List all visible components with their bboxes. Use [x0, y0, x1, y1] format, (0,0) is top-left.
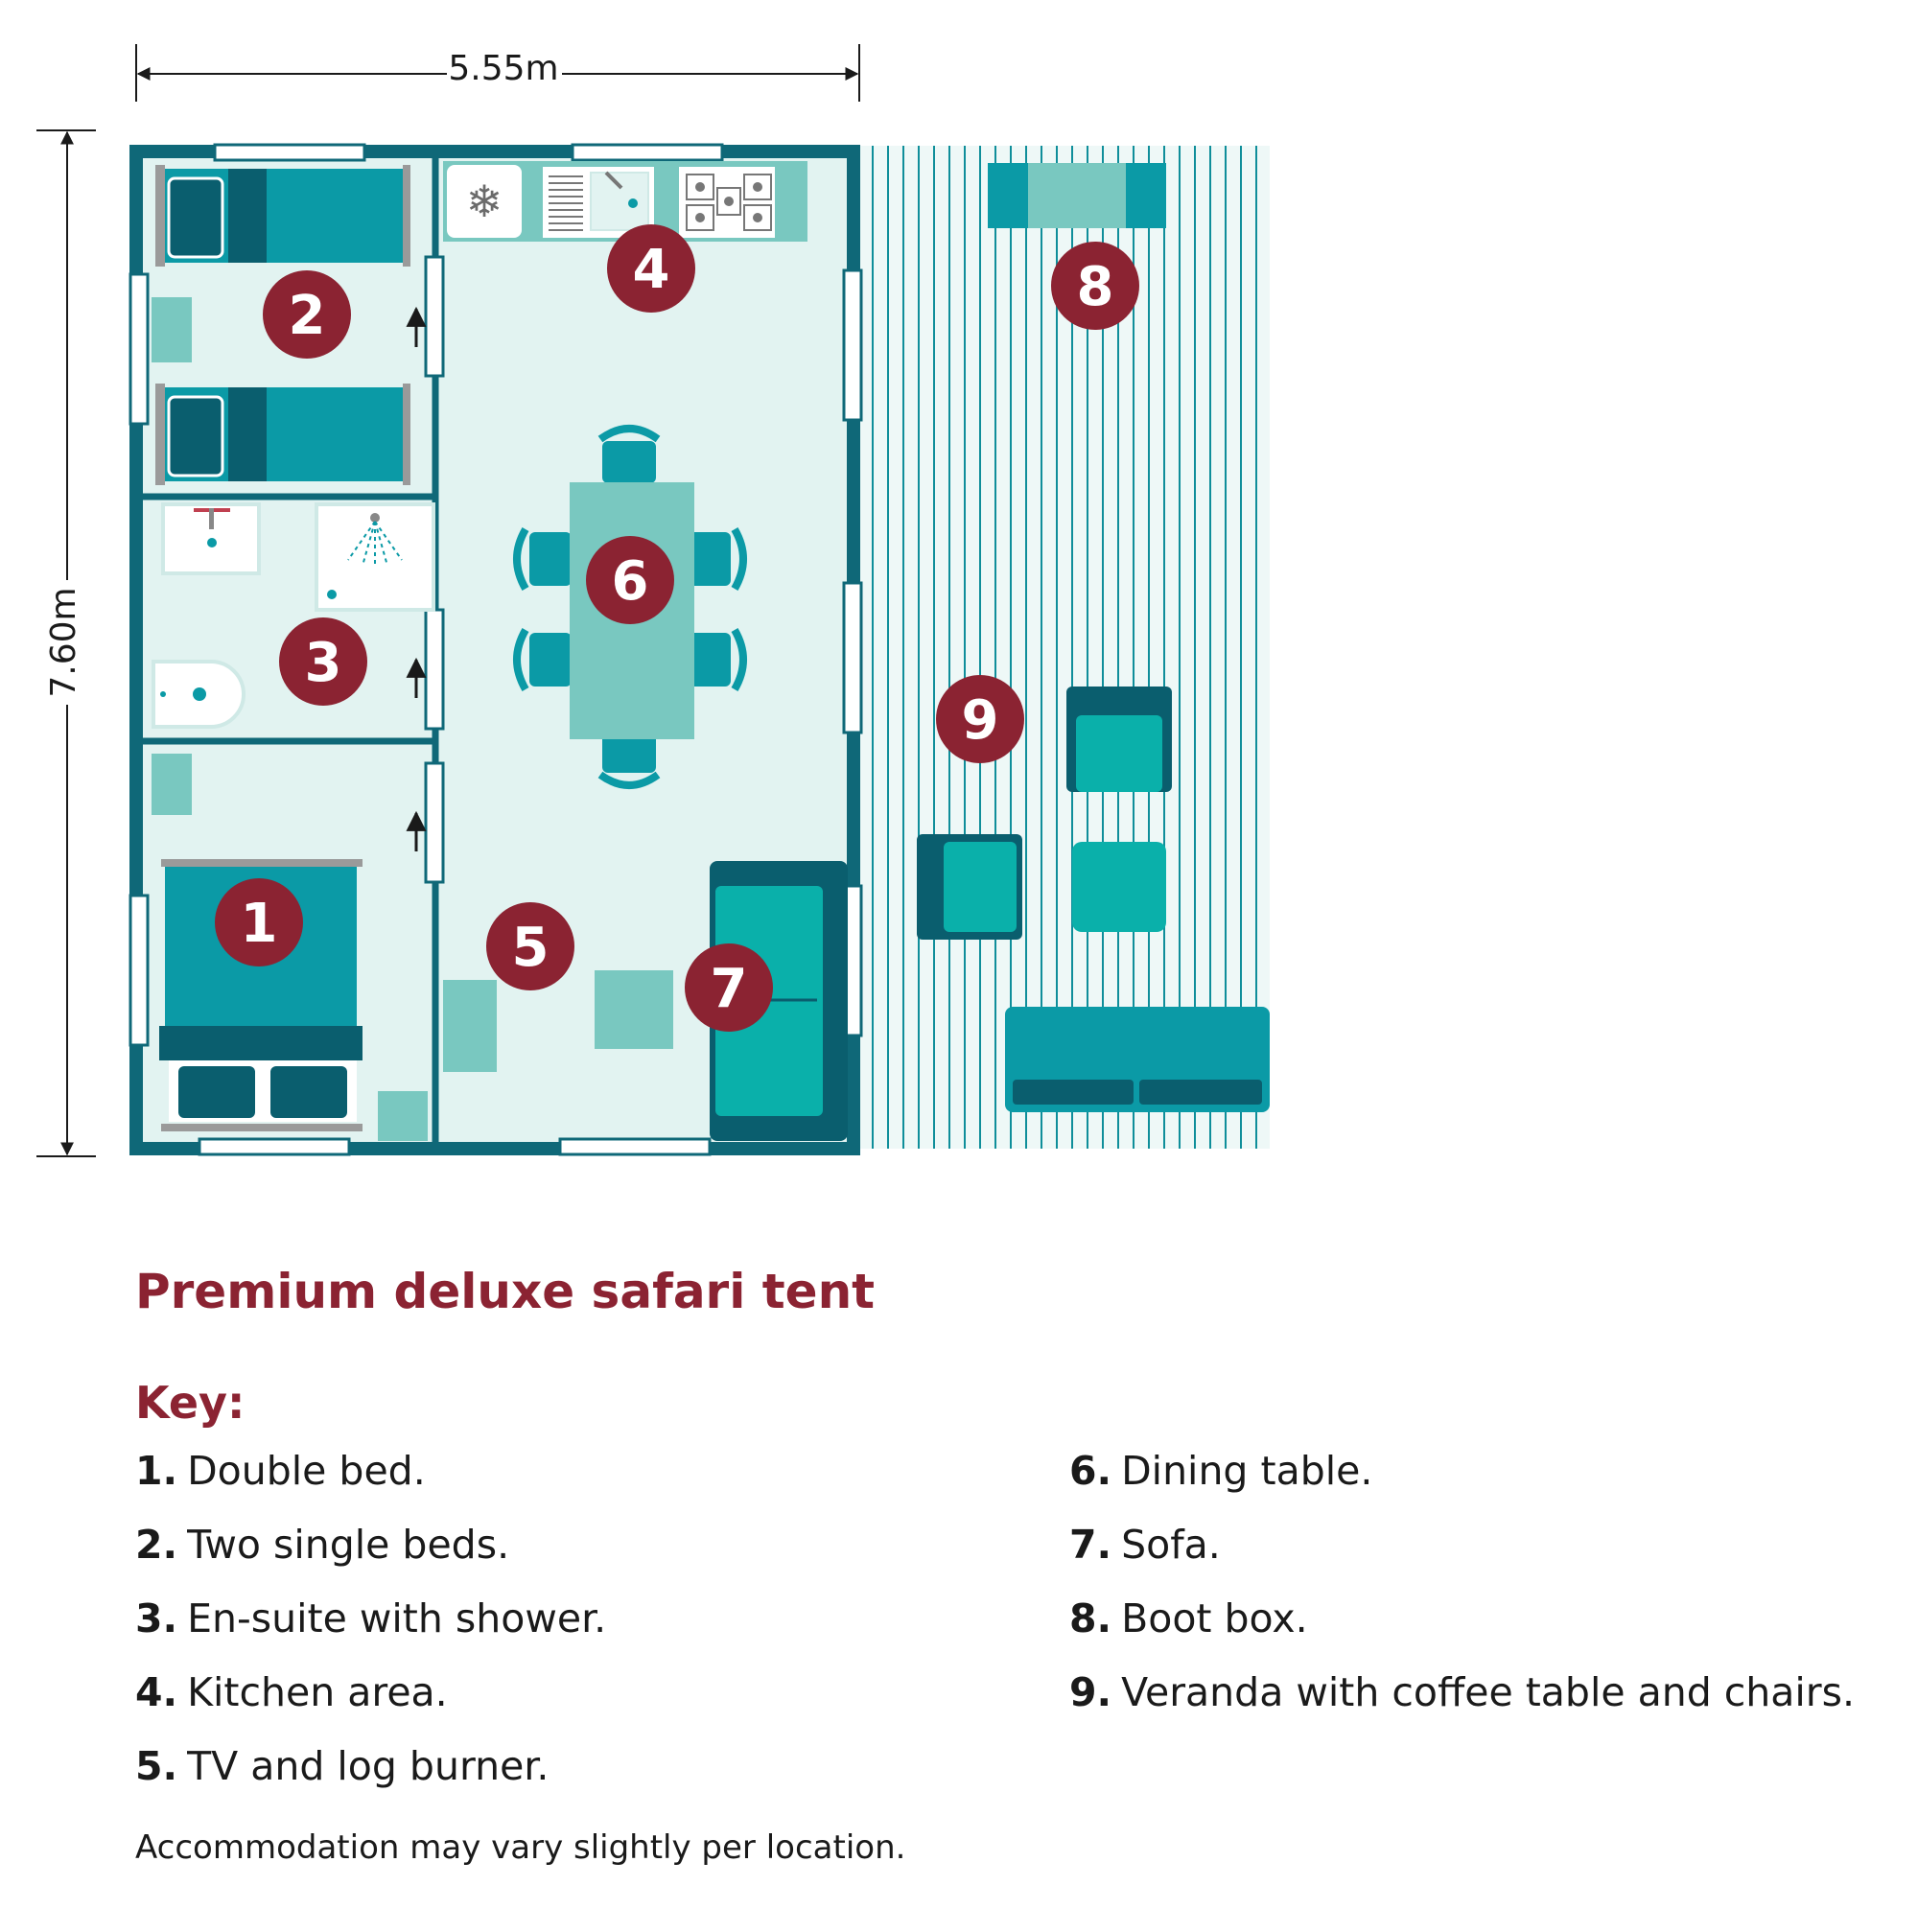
- marker-6: 6: [586, 536, 674, 624]
- log-burner: [443, 980, 497, 1072]
- key-item-text: Dining table.: [1121, 1448, 1373, 1494]
- width-dimension: 5.55m: [135, 44, 860, 102]
- key-item-text: Two single beds.: [187, 1522, 510, 1568]
- key-heading: Key:: [135, 1377, 246, 1429]
- page-title: Premium deluxe safari tent: [135, 1264, 876, 1319]
- key-item-text: TV and log burner.: [187, 1743, 550, 1789]
- veranda-armchair: [1066, 687, 1172, 792]
- key-item: 4.Kitchen area.: [135, 1668, 606, 1742]
- key-item-number: 9.: [1069, 1669, 1112, 1715]
- key-item-number: 1.: [135, 1448, 178, 1494]
- key-item-text: Veranda with coffee table and chairs.: [1121, 1669, 1856, 1715]
- shower: [315, 502, 435, 612]
- boot-box: [988, 163, 1166, 228]
- bedside-table: [152, 754, 192, 815]
- marker-number: 2: [289, 285, 326, 347]
- marker-number: 1: [241, 893, 278, 955]
- footnote: Accommodation may vary slightly per loca…: [135, 1828, 906, 1867]
- key-item-text: En-suite with shower.: [187, 1595, 607, 1641]
- key-item-number: 3.: [135, 1595, 178, 1641]
- key-item-text: Double bed.: [187, 1448, 426, 1494]
- bedside-table: [152, 297, 192, 362]
- marker-number: 7: [711, 958, 748, 1020]
- height-dimension: 7.60m: [36, 129, 96, 1157]
- marker-7: 7: [685, 943, 773, 1032]
- marker-number: 9: [962, 689, 999, 752]
- marker-3: 3: [279, 617, 367, 706]
- key-item: 7.Sofa.: [1069, 1521, 1855, 1594]
- marker-4: 4: [607, 224, 695, 313]
- kitchen-counter: ❄: [443, 161, 807, 242]
- key-item-number: 4.: [135, 1669, 178, 1715]
- marker-number: 3: [305, 632, 342, 694]
- toilet: [152, 660, 246, 729]
- fridge-icon: ❄: [466, 175, 503, 227]
- key-item: 8.Boot box.: [1069, 1594, 1855, 1668]
- key-list-left: 1.Double bed. 2.Two single beds. 3.En-su…: [135, 1447, 606, 1816]
- single-bed: [155, 165, 410, 267]
- key-item-text: Sofa.: [1121, 1522, 1221, 1568]
- key-item-text: Boot box.: [1121, 1595, 1308, 1641]
- hob-icon: [686, 174, 772, 231]
- key-item-text: Kitchen area.: [187, 1669, 448, 1715]
- key-item-number: 2.: [135, 1522, 178, 1568]
- key-item: 9.Veranda with coffee table and chairs.: [1069, 1668, 1855, 1742]
- bedside-table: [378, 1091, 428, 1141]
- key-item: 2.Two single beds.: [135, 1521, 606, 1594]
- marker-number: 4: [633, 239, 670, 301]
- key-item: 1.Double bed.: [135, 1447, 606, 1521]
- height-label: 7.60m: [44, 587, 83, 697]
- marker-2: 2: [263, 270, 351, 359]
- veranda-sofa: [1005, 1007, 1270, 1112]
- key-item-number: 7.: [1069, 1522, 1112, 1568]
- key-list-right: 6.Dining table. 7.Sofa. 8.Boot box. 9.Ve…: [1069, 1447, 1855, 1742]
- dining-chairs: [513, 425, 747, 789]
- veranda-armchair: [917, 834, 1022, 940]
- key-item-number: 5.: [135, 1743, 178, 1789]
- tv-unit: [595, 970, 673, 1049]
- key-item: 3.En-suite with shower.: [135, 1594, 606, 1668]
- key-item-number: 6.: [1069, 1448, 1112, 1494]
- key-item-number: 8.: [1069, 1595, 1112, 1641]
- coffee-table: [1072, 842, 1166, 932]
- marker-1: 1: [215, 878, 303, 966]
- marker-number: 8: [1077, 256, 1114, 318]
- key-item: 5.TV and log burner.: [135, 1742, 606, 1816]
- marker-number: 5: [512, 917, 550, 979]
- marker-5: 5: [486, 902, 574, 990]
- bathroom-sink: [161, 502, 261, 575]
- marker-9: 9: [936, 675, 1024, 763]
- width-label: 5.55m: [448, 49, 558, 88]
- marker-number: 6: [612, 550, 649, 613]
- single-bed: [155, 384, 410, 485]
- floor-plan: 5.55m 7.60m: [36, 44, 1270, 1157]
- marker-8: 8: [1051, 242, 1139, 330]
- key-item: 6.Dining table.: [1069, 1447, 1855, 1521]
